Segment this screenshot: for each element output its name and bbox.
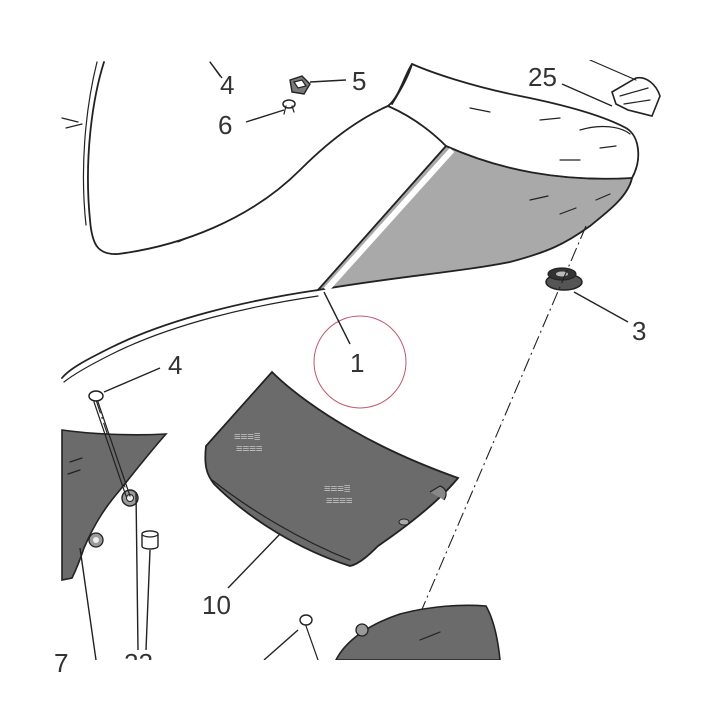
screw-part-6 — [282, 99, 296, 115]
leader-4-left — [103, 367, 161, 393]
callout-number-3: 3 — [632, 316, 646, 346]
callout-number-4-left: 4 — [168, 350, 182, 380]
leader-3 — [573, 291, 629, 323]
bracket-part-7 — [61, 429, 168, 581]
assembly-axis-line — [395, 225, 587, 671]
grommet-part-3 — [545, 267, 583, 291]
leader-bottom — [263, 629, 299, 661]
leader-5 — [309, 79, 347, 83]
leader-7 — [79, 547, 97, 661]
leader-10 — [227, 533, 281, 589]
leader-4-top — [209, 61, 223, 79]
callout-number-4-top: 4 — [220, 70, 234, 100]
top-crop-mask — [0, 0, 720, 60]
leader-1 — [323, 291, 351, 345]
callout-number-7-visible: 7 — [54, 648, 68, 678]
callout-number-10: 10 — [202, 590, 231, 620]
leader-6 — [245, 109, 285, 123]
callout-number-5: 5 — [352, 66, 366, 96]
leader-22-b — [135, 491, 139, 651]
spacer-part-22 — [141, 530, 159, 550]
side-panel-part-1 — [61, 63, 640, 383]
side-panel-grey-surface — [315, 144, 634, 292]
bottom-crop-mask — [0, 660, 720, 720]
left-crop-mask — [0, 0, 60, 720]
clip-nut-part-5 — [289, 75, 311, 95]
lower-bracket-part — [299, 604, 501, 661]
callout-number-6: 6 — [218, 110, 232, 140]
callout-number-25: 25 — [528, 62, 557, 92]
leader-25 — [561, 83, 613, 107]
pad-texture-mark-1: ≡≡≡≣ — [234, 430, 261, 443]
pad-texture-mark-2: ≡≡≡≡ — [236, 442, 263, 455]
right-crop-mask — [662, 0, 720, 720]
callout-number-1: 1 — [350, 348, 364, 378]
screw-part-4-left — [88, 390, 131, 497]
leader-22-a — [145, 549, 151, 651]
pad-texture-mark-4: ≡≡≡≡ — [326, 494, 353, 507]
clip-part-25 — [589, 59, 661, 117]
rubber-pad-part-10: ≡≡≡≣ ≡≡≡≡ ≡≡≡≣ ≡≡≡≡ — [204, 370, 460, 567]
callout-1-highlight-circle — [313, 315, 407, 409]
pad-texture-mark-3: ≡≡≡≣ — [324, 482, 351, 495]
